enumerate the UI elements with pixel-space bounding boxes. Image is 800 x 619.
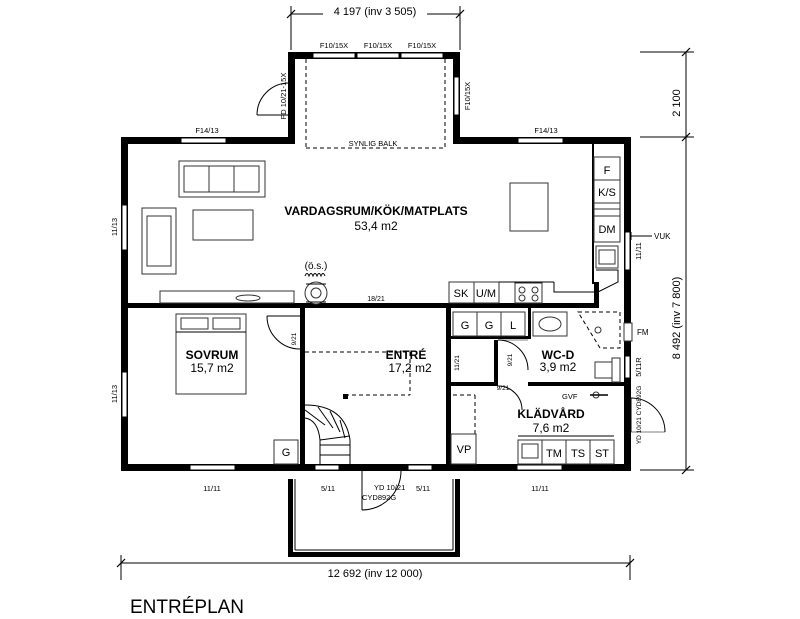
living-room-name: VARDAGSRUM/KÖK/MATPLATS bbox=[284, 203, 467, 218]
wc-fixtures bbox=[497, 311, 621, 383]
window-label-bottom-left: 11/11 bbox=[203, 484, 221, 493]
windows bbox=[121, 52, 631, 471]
entry-stairs bbox=[304, 351, 411, 464]
bedroom-area: 15,7 m2 bbox=[190, 361, 234, 375]
laundry-name: KLÄDVÅRD bbox=[517, 406, 585, 421]
right-exterior-door bbox=[630, 397, 666, 433]
interior-walls bbox=[128, 144, 624, 464]
top-dimension-label: 4 197 (inv 3 505) bbox=[334, 6, 417, 18]
cabinet-g2-label: G bbox=[485, 320, 494, 332]
st-label: ST bbox=[595, 448, 609, 460]
living-room-area: 53,4 m2 bbox=[354, 219, 398, 233]
vp-label: VP bbox=[457, 444, 472, 456]
um-label: U/M bbox=[476, 288, 496, 300]
entry-area: 17,2 m2 bbox=[388, 361, 432, 375]
front-door-label: YD 10/21 bbox=[374, 483, 405, 492]
right-door-label: YD 10/21 CYD892G bbox=[636, 386, 643, 445]
window-label-bottom-right: 11/11 bbox=[531, 484, 549, 493]
tm-label: TM bbox=[546, 448, 562, 460]
top-dimension: 4 197 (inv 3 505) bbox=[286, 4, 465, 50]
kitchen bbox=[448, 156, 621, 304]
closet-g bbox=[273, 439, 299, 465]
wc-area: 3,9 m2 bbox=[540, 360, 577, 374]
wc-door-label: 9/21 bbox=[507, 353, 514, 366]
window-label-bay-top-3: F10/15X bbox=[408, 41, 436, 50]
wc-name: WC-D bbox=[542, 348, 575, 362]
entry-name: ENTRÉ bbox=[386, 347, 427, 362]
laundry-door-label: 9/21 bbox=[497, 385, 510, 392]
laundry-fixtures bbox=[450, 385, 615, 465]
right-dimension: 2 100 8 492 (inv 7 800) bbox=[640, 47, 694, 475]
bedroom-name: SOVRUM bbox=[186, 348, 239, 362]
window-label-left-upper: 11/13 bbox=[110, 218, 119, 236]
right-bay-dimension-label: 2 100 bbox=[671, 89, 683, 117]
window-label-bay-top-1: F10/15X bbox=[320, 41, 348, 50]
window-label-bay-top-2: F10/15X bbox=[364, 41, 392, 50]
bottom-dimension-label: 12 692 (inv 12 000) bbox=[328, 568, 423, 580]
fm-box bbox=[623, 322, 633, 342]
window-label-bottom-entry-left: 5/11 bbox=[321, 484, 335, 493]
cabinet-g1-label: G bbox=[461, 320, 470, 332]
ts-label: TS bbox=[571, 448, 585, 460]
door-label-bay: FD 10/21-15X bbox=[279, 73, 288, 120]
bedroom-door-label: 9/21 bbox=[291, 332, 298, 345]
stove-label: (ö.s.) bbox=[305, 261, 328, 272]
fridge-label: F bbox=[604, 165, 611, 177]
laundry-area: 7,6 m2 bbox=[533, 421, 570, 435]
bottom-dimension: 12 692 (inv 12 000) bbox=[116, 555, 635, 580]
storage-cabinets bbox=[452, 311, 526, 337]
cabinet-l-label: L bbox=[510, 320, 516, 332]
porch bbox=[288, 470, 460, 557]
window-label-top-right: F14/13 bbox=[534, 126, 557, 135]
beam-line bbox=[305, 59, 446, 149]
front-door-code: CYD892G bbox=[362, 493, 396, 502]
fridge-freezer-label: K/S bbox=[598, 187, 616, 199]
window-label-right-upper: 11/11 bbox=[634, 242, 643, 260]
right-total-dimension-label: 8 492 (inv 7 800) bbox=[671, 277, 683, 360]
living-furniture bbox=[141, 160, 549, 305]
opening-label: 18/21 bbox=[367, 296, 385, 303]
plan-title: ENTRÉPLAN bbox=[130, 597, 244, 618]
vuk-label: VUK bbox=[654, 232, 671, 241]
sk-label: SK bbox=[454, 288, 469, 300]
vuk-marker bbox=[630, 232, 652, 240]
bedroom-door bbox=[266, 315, 301, 350]
window-label-right-wc: 5/11R bbox=[634, 357, 643, 377]
window-label-left-lower: 11/13 bbox=[110, 385, 119, 403]
beam-label: SYNLIG BALK bbox=[349, 139, 398, 148]
window-label-bottom-entry-right: 5/11 bbox=[416, 484, 430, 493]
bay-door-swing bbox=[256, 82, 290, 116]
closet-g-label: G bbox=[282, 447, 291, 459]
fm-label: FM bbox=[637, 328, 649, 337]
entry-inner-door-label: 11/21 bbox=[454, 355, 461, 371]
dishwasher-label: DM bbox=[598, 224, 615, 236]
gvf-label: GVF bbox=[562, 392, 578, 401]
window-label-top-left: F14/13 bbox=[195, 126, 218, 135]
window-label-bay-right: F10/15X bbox=[463, 82, 472, 110]
